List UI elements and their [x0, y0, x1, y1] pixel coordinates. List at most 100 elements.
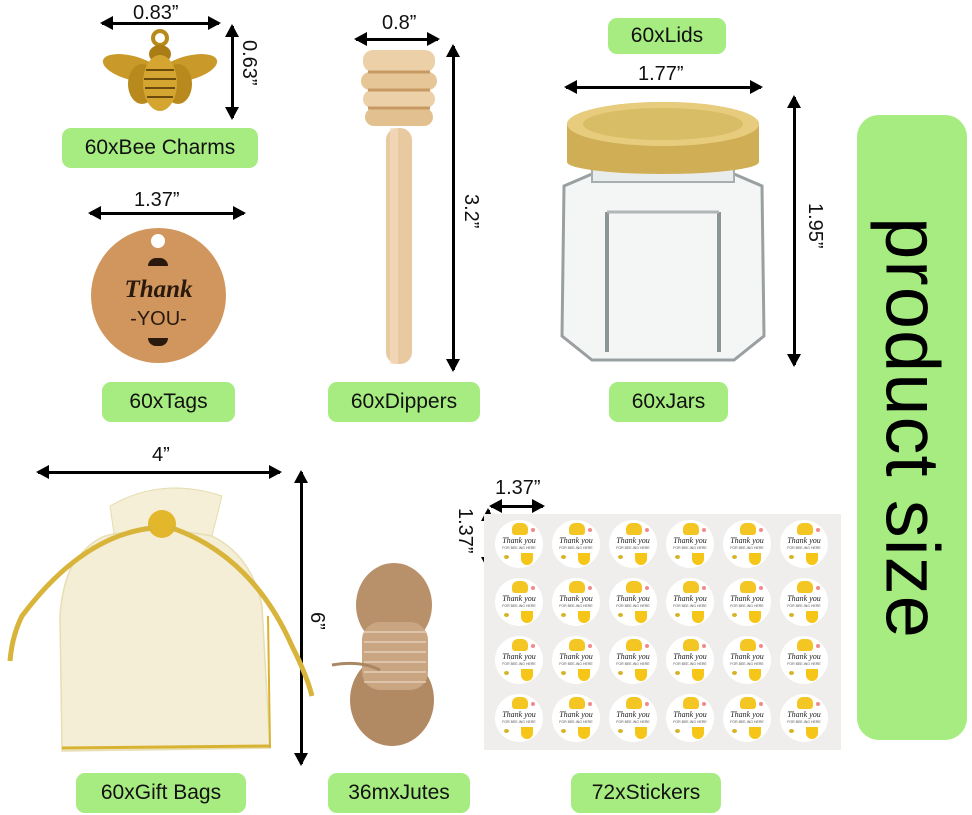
honey-drip-icon: [683, 697, 699, 709]
bee-icon: [504, 613, 509, 617]
organza-gift-bag-icon: [7, 487, 315, 752]
bee-icon: [675, 613, 680, 617]
sticker-subtext: FOR BEE-ING HERE: [502, 662, 536, 666]
product-size-title: product size: [869, 216, 955, 639]
tag-width-dimension: 1.37”: [134, 189, 180, 211]
honeycomb-icon: [806, 669, 818, 681]
bee-icon: [561, 671, 566, 675]
flower-icon: [588, 644, 592, 648]
honey-drip-icon: [569, 523, 585, 535]
sticker-text: Thank you: [559, 536, 593, 545]
sticker-sheet: Thank you FOR BEE-ING HERE Thank you FOR…: [484, 514, 841, 750]
sticker-text: Thank you: [559, 710, 593, 719]
honey-dipper-icon: [361, 50, 437, 364]
honey-drip-icon: [683, 581, 699, 593]
sticker-subtext: FOR BEE-ING HERE: [787, 720, 821, 724]
honey-drip-icon: [512, 697, 528, 709]
dipper-width-dimension: 0.8”: [382, 12, 417, 34]
thank-you-tag: Thank -YOU-: [91, 228, 226, 363]
sticker-text: Thank you: [730, 536, 764, 545]
honeycomb-icon: [749, 553, 761, 565]
sticker-subtext: FOR BEE-ING HERE: [673, 720, 707, 724]
bee-icon: [618, 671, 623, 675]
flower-icon: [702, 702, 706, 706]
dipper-height-dimension: 3.2”: [460, 194, 482, 229]
sticker-text: Thank you: [502, 536, 536, 545]
honey-drip-icon: [797, 523, 813, 535]
bee-charm-height-dimension: 0.63”: [238, 40, 260, 86]
bee-icon: [618, 729, 623, 733]
sticker-subtext: FOR BEE-ING HERE: [559, 662, 593, 666]
honey-drip-icon: [797, 639, 813, 651]
gift-bag-width-dimension: 4”: [152, 444, 170, 466]
sticker-subtext: FOR BEE-ING HERE: [673, 662, 707, 666]
sticker-text: Thank you: [730, 652, 764, 661]
flower-icon: [816, 644, 820, 648]
honey-drip-icon: [626, 523, 642, 535]
bee-icon: [561, 613, 566, 617]
thank-you-sticker: Thank you FOR BEE-ING HERE: [609, 520, 657, 568]
bee-icon: [789, 729, 794, 733]
sticker-text: Thank you: [502, 710, 536, 719]
tag-ornament-bottom-icon: [148, 338, 168, 346]
sticker-subtext: FOR BEE-ING HERE: [502, 604, 536, 608]
flower-icon: [588, 702, 592, 706]
thank-you-sticker: Thank you FOR BEE-ING HERE: [495, 636, 543, 684]
honeycomb-icon: [692, 553, 704, 565]
thank-you-sticker: Thank you FOR BEE-ING HERE: [723, 520, 771, 568]
thank-you-sticker: Thank you FOR BEE-ING HERE: [780, 520, 828, 568]
sticker-text: Thank you: [616, 652, 650, 661]
dippers-label: 60xDippers: [328, 382, 480, 422]
sticker-subtext: FOR BEE-ING HERE: [730, 546, 764, 550]
bee-charms-label: 60xBee Charms: [62, 128, 258, 168]
thank-you-sticker: Thank you FOR BEE-ING HERE: [609, 578, 657, 626]
bee-icon: [789, 671, 794, 675]
hexagon-jar-icon: [560, 102, 766, 362]
thank-you-sticker: Thank you FOR BEE-ING HERE: [780, 694, 828, 742]
flower-icon: [702, 644, 706, 648]
sticker-text: Thank you: [616, 594, 650, 603]
honeycomb-icon: [521, 727, 533, 739]
thank-you-sticker: Thank you FOR BEE-ING HERE: [609, 694, 657, 742]
sticker-subtext: FOR BEE-ING HERE: [616, 720, 650, 724]
honeycomb-icon: [521, 669, 533, 681]
dipper-width-arrow: [354, 32, 440, 46]
honeycomb-icon: [635, 611, 647, 623]
sticker-subtext: FOR BEE-ING HERE: [673, 546, 707, 550]
bee-charm-height-arrow: [225, 24, 239, 120]
bee-icon: [618, 555, 623, 559]
bee-icon: [504, 729, 509, 733]
bee-icon: [618, 613, 623, 617]
jar-width-dimension: 1.77”: [638, 63, 684, 85]
flower-icon: [759, 528, 763, 532]
sticker-subtext: FOR BEE-ING HERE: [787, 662, 821, 666]
sticker-text: Thank you: [502, 594, 536, 603]
flower-icon: [816, 586, 820, 590]
lids-label: 60xLids: [608, 18, 726, 54]
sticker-text: Thank you: [787, 652, 821, 661]
honey-drip-icon: [740, 697, 756, 709]
sticker-width-dimension: 1.37”: [495, 477, 541, 499]
bee-icon: [732, 555, 737, 559]
sticker-subtext: FOR BEE-ING HERE: [616, 662, 650, 666]
flower-icon: [645, 702, 649, 706]
honeycomb-icon: [635, 669, 647, 681]
honeycomb-icon: [521, 553, 533, 565]
bee-icon: [675, 555, 680, 559]
flower-icon: [702, 528, 706, 532]
thank-you-sticker: Thank you FOR BEE-ING HERE: [666, 694, 714, 742]
flower-icon: [759, 702, 763, 706]
thank-you-sticker: Thank you FOR BEE-ING HERE: [666, 578, 714, 626]
flower-icon: [645, 644, 649, 648]
bee-charm-width-dimension: 0.83”: [133, 2, 179, 24]
honey-drip-icon: [512, 639, 528, 651]
honeycomb-icon: [806, 553, 818, 565]
sticker-text: Thank you: [616, 536, 650, 545]
honey-drip-icon: [626, 639, 642, 651]
sticker-text: Thank you: [559, 652, 593, 661]
sticker-text: Thank you: [673, 710, 707, 719]
bee-icon: [675, 671, 680, 675]
bee-icon: [504, 555, 509, 559]
honey-drip-icon: [569, 697, 585, 709]
sticker-text: Thank you: [502, 652, 536, 661]
